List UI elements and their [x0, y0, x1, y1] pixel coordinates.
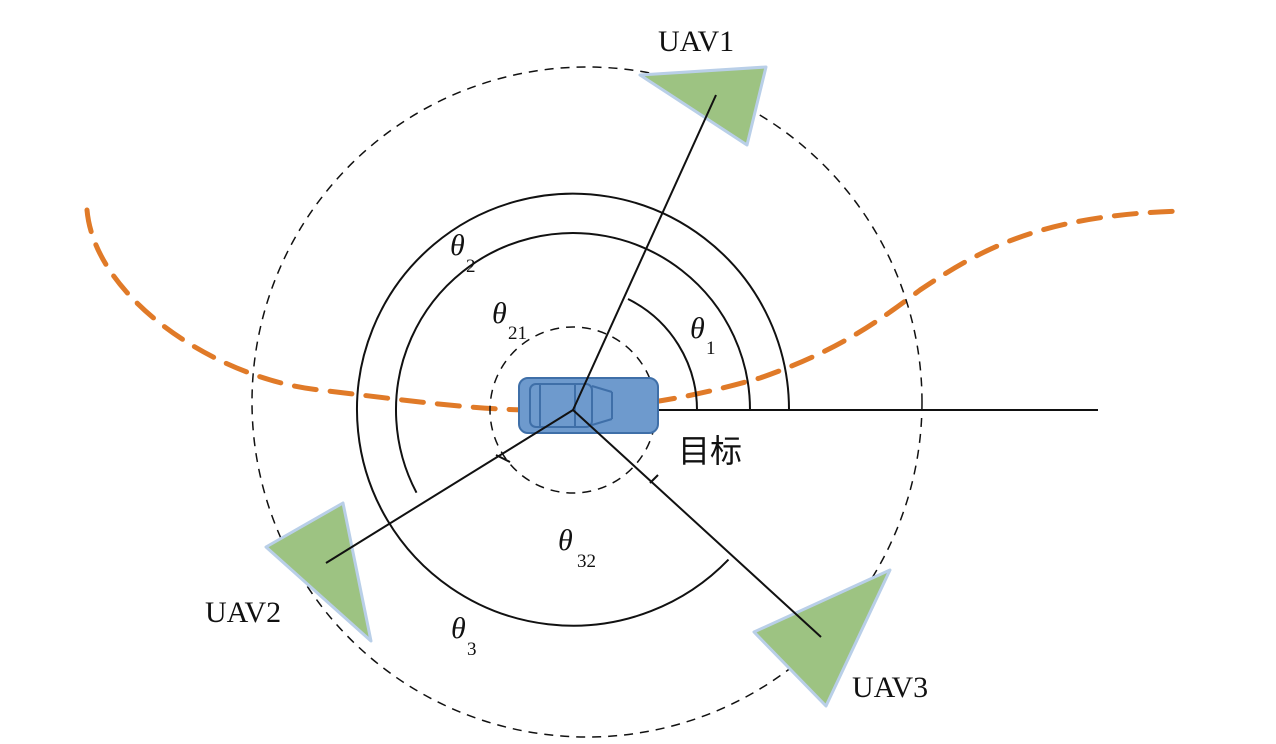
theta21-subscript: 21 — [508, 323, 527, 344]
theta3-symbol: θ — [451, 612, 466, 645]
theta2-inner-arc — [395, 232, 751, 494]
uav3-label: UAV3 — [852, 671, 928, 704]
theta1-subscript: 1 — [706, 338, 716, 359]
theta32-symbol: θ — [558, 524, 573, 557]
uav1-icon — [638, 65, 768, 147]
uav2-icon — [264, 501, 373, 643]
theta2-subscript: 2 — [466, 256, 476, 277]
theta32-subscript: 32 — [577, 551, 596, 572]
uav3-icon — [752, 568, 892, 708]
uav1-label: UAV1 — [658, 25, 734, 58]
theta1-symbol: θ — [690, 312, 705, 345]
theta1-arc — [627, 298, 698, 411]
theta2-outer-arc — [356, 192, 790, 627]
uav1-link-line — [572, 94, 717, 411]
outer-orbit-circle — [251, 66, 923, 738]
theta3-subscript: 3 — [467, 639, 477, 660]
uav3-link-line — [572, 409, 822, 638]
target-label: 目标 — [678, 432, 742, 470]
uav2-label: UAV2 — [205, 596, 281, 629]
uav2-link-line — [325, 409, 574, 564]
theta21-symbol: θ — [492, 297, 507, 330]
theta2-symbol: θ — [450, 229, 465, 262]
